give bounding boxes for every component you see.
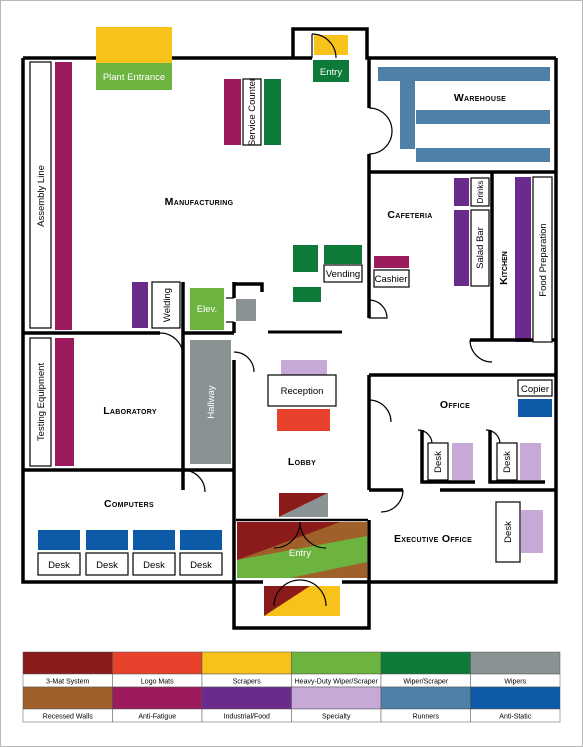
3-mat-entry-red — [237, 522, 340, 560]
runner-mat-2 — [400, 81, 415, 149]
legend-swatch — [380, 686, 471, 710]
cafeteria-room-label: Cafeteria — [387, 209, 432, 221]
legend-swatch — [201, 686, 292, 710]
anti-static-mat-4 — [180, 530, 222, 550]
lobby-room-label: Lobby — [288, 456, 316, 468]
legend-swatch — [291, 686, 382, 710]
legend-swatch — [470, 686, 561, 710]
wiper-mat-elevator — [236, 299, 256, 321]
anti-fatigue-mat-lab — [55, 338, 74, 466]
assembly-line-label: Assembly Line — [36, 165, 47, 227]
computer-desk-2-label: Desk — [96, 560, 118, 571]
3-mat-vestibule-red — [264, 586, 310, 616]
computers-room-label: Computers — [104, 498, 154, 510]
heavy-duty-mat-elevator — [190, 288, 224, 330]
legend-swatch — [291, 651, 382, 675]
industrial-mat-welding — [132, 282, 148, 328]
wiper-mat-vending-1 — [293, 245, 318, 272]
welding-label: Welding — [162, 288, 173, 322]
office-desk-1-label: Desk — [433, 451, 444, 473]
office-desk-2-label: Desk — [502, 451, 513, 473]
computer-desk-3-label: Desk — [143, 560, 165, 571]
office-room-label: Office — [440, 399, 470, 411]
runner-mat-4 — [416, 148, 550, 162]
computer-desk-1-label: Desk — [48, 560, 70, 571]
executive-desk-label: Desk — [503, 521, 514, 543]
legend: 3-Mat System Logo Mats Scrapers Heavy-Duty … — [22, 651, 561, 723]
manufacturing-room-label: Manufacturing — [165, 196, 234, 208]
legend-label: Industrial/Food — [224, 714, 270, 721]
specialty-mat-office-2 — [520, 443, 541, 480]
entry-top-label: Entry — [320, 67, 342, 78]
food-mat-kitchen — [515, 177, 531, 342]
drinks-label: Drinks — [476, 181, 485, 204]
scraper-mat-top-entry — [314, 35, 348, 55]
vending-label: Vending — [326, 269, 360, 280]
legend-label: Specialty — [322, 714, 351, 721]
legend-swatch — [112, 686, 203, 710]
kitchen-room-label: Kitchen — [498, 251, 510, 285]
testing-equipment-label: Testing Equipment — [36, 363, 47, 442]
legend-label: Anti-Static — [499, 714, 531, 721]
plant-entrance-label: Plant Entrance — [103, 72, 165, 83]
wiper-mat-service — [264, 79, 281, 145]
runner-mat-1 — [378, 67, 550, 81]
doors — [159, 33, 501, 607]
anti-fatigue-mat-assembly — [55, 62, 72, 330]
legend-label: 3-Mat System — [46, 679, 89, 686]
laboratory-room-label: Laboratory — [103, 405, 157, 417]
wiper-mat-vending-2 — [324, 245, 362, 264]
legend-label: Anti-Fatigue — [138, 714, 176, 721]
anti-static-mat-copier — [518, 399, 552, 417]
hallway-label: Hallway — [206, 385, 217, 419]
legend-label-box — [470, 708, 561, 723]
specialty-mat-office-1 — [452, 443, 473, 480]
wiper-mat-hallway — [190, 340, 231, 464]
walls — [21, 27, 558, 630]
anti-static-mat-1 — [38, 530, 80, 550]
warehouse-room-label: Warehouse — [454, 92, 506, 104]
wiper-scraper-mat-top-entry — [313, 60, 349, 82]
legend-label: Scrapers — [233, 679, 262, 686]
anti-static-mat-3 — [133, 530, 175, 550]
reception-label: Reception — [281, 386, 324, 397]
cashier-label: Cashier — [375, 274, 408, 285]
anti-fatigue-mat-cashier — [374, 256, 409, 268]
legend-label: Runners — [413, 714, 440, 721]
legend-label: Wiper/Scraper — [403, 679, 448, 686]
food-mat-drinks — [454, 178, 469, 206]
elevator-label: Elev. — [197, 304, 217, 315]
copier-label: Copier — [521, 384, 549, 395]
legend-label: Logo Mats — [141, 679, 174, 686]
runner-mat-3 — [416, 110, 550, 124]
scraper-mat-plant-entrance — [96, 27, 172, 63]
food-mat-salad — [454, 210, 469, 286]
legend-swatch — [22, 651, 113, 675]
legend-swatch — [112, 651, 203, 675]
food-preparation-label: Food Preparation — [538, 223, 549, 296]
salad-bar-label: Salad Bar — [475, 227, 486, 269]
computer-desk-4-label: Desk — [190, 560, 212, 571]
legend-swatch — [201, 651, 292, 675]
3-mat-entry-green — [237, 536, 367, 578]
heavy-duty-mat-plant-entrance — [96, 63, 172, 90]
wiper-mat-vending-3 — [293, 287, 321, 302]
entry-bottom-label: Entry — [289, 548, 311, 559]
furniture — [29, 61, 553, 576]
anti-fatigue-mat-service — [224, 79, 241, 145]
legend-label: Recessed Walls — [43, 714, 93, 721]
legend-swatch — [470, 651, 561, 675]
3-mat-lobby-grey — [279, 493, 328, 517]
specialty-mat-executive — [521, 510, 543, 553]
legend-swatch — [22, 686, 113, 710]
service-counter-label: Service Counter — [247, 78, 258, 146]
legend-swatch — [380, 651, 471, 675]
executive-office-room-label: Executive Office — [394, 533, 472, 545]
anti-static-mat-2 — [86, 530, 128, 550]
legend-label: Heavy-Duty Wiper/Scraper — [295, 679, 379, 686]
logo-mat-reception — [277, 409, 330, 431]
legend-label: Wipers — [504, 679, 526, 686]
